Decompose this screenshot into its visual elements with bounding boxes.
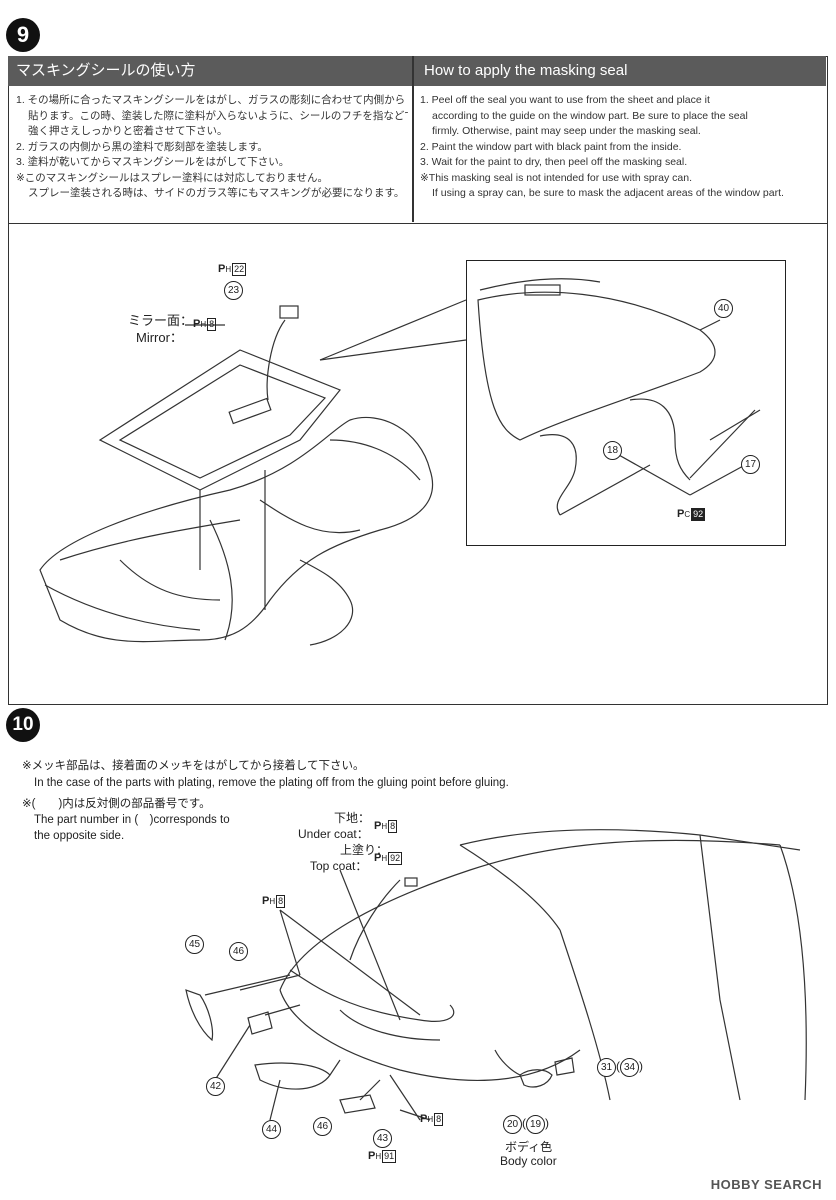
header-jp: マスキングシールの使い方 [8, 56, 412, 86]
jp-line-6: ※このマスキングシールはスプレー塗料には対応しておりません。 [16, 171, 329, 184]
opposite-note-jp: ※( )内は反対側の部品番号です。 [22, 798, 211, 810]
opposite-note-en-1: The part number in ( )corresponds to [34, 814, 230, 826]
instructions-divider [412, 56, 414, 222]
part-18-label: 18 [603, 441, 622, 460]
en-line-2: according to the guide on the window par… [432, 109, 748, 122]
part-20-label: 20 [503, 1115, 522, 1134]
part-23-label: 23 [224, 281, 243, 300]
part-46-upper-label: 46 [229, 942, 248, 961]
part-40-label: 40 [714, 299, 733, 318]
part-45-label: 45 [185, 935, 204, 954]
en-line-4: 2. Paint the window part with black pain… [420, 140, 682, 153]
undercoat-label-jp: 下地： [334, 811, 371, 825]
jp-line-4: 2. ガラスの内側から黒の塗料で彫刻部を塗装します。 [16, 140, 268, 153]
instructions-jp: 1. その場所に合ったマスキングシールをはがし、ガラスの彫刻に合わせて内側から … [16, 93, 408, 202]
instructions-en: 1. Peel off the seal you want to use fro… [420, 93, 818, 202]
part-44-label: 44 [262, 1120, 281, 1139]
jp-line-1: 1. その場所に合ったマスキングシールをはがし、ガラスの彫刻に合わせて内側から [16, 94, 406, 106]
part-17-label: 17 [741, 455, 760, 474]
wiper-detail-inset [466, 260, 786, 546]
header-en: How to apply the masking seal [414, 56, 826, 86]
part-46-lower-label: 46 [313, 1117, 332, 1136]
opposite-note-en-2: the opposite side. [34, 830, 125, 842]
step-9-diagram-frame [8, 222, 828, 705]
part-19-label: (19) [522, 1115, 549, 1134]
mirror-label-en: Mirror： [136, 330, 183, 345]
jp-line-7: スプレー塗装される時は、サイドのガラス等にもマスキングが必要になります。 [28, 187, 405, 199]
topcoat-label-en: Top coat： [310, 859, 368, 873]
part-19-circle: 19 [526, 1115, 545, 1134]
en-line-5: 3. Wait for the paint to dry, then peel … [420, 156, 688, 168]
en-line-3: firmly. Otherwise, paint may seep under … [432, 125, 701, 137]
part-34-circle: 34 [620, 1058, 639, 1077]
plating-note-en: In the case of the parts with plating, r… [34, 777, 509, 789]
part-43-label: 43 [373, 1129, 392, 1148]
plating-note-jp: ※メッキ部品は、接着面のメッキをはがしてから接着して下さい。 [22, 760, 365, 772]
part-31-label: 31 [597, 1058, 616, 1077]
part-42-label: 42 [206, 1077, 225, 1096]
jp-line-5: 3. 塗料が乾いてからマスキングシールをはがして下さい。 [16, 156, 290, 168]
en-line-1: 1. Peel off the seal you want to use fro… [420, 94, 710, 106]
jp-line-3: 強く押さえしっかりと密着させて下さい。 [28, 125, 228, 137]
mirror-label-jp: ミラー面： [128, 313, 194, 328]
body-color-jp: ボディ色 [505, 1140, 553, 1154]
hobby-search-watermark: HOBBY SEARCH [710, 1177, 822, 1192]
en-line-6: ※This masking seal is not intended for u… [420, 171, 693, 184]
topcoat-label-jp: 上塗り： [340, 843, 389, 857]
part-34-label: (34) [616, 1058, 643, 1077]
step-9-badge: 9 [6, 18, 40, 52]
step-10-badge: 10 [6, 708, 40, 742]
body-color-en: Body color [500, 1154, 557, 1168]
undercoat-label-en: Under coat： [298, 827, 369, 841]
en-line-7: If using a spray can, be sure to mask th… [432, 187, 784, 199]
jp-line-2: 貼ります。この時、塗装した際に塗料が入らないように、シールのフチを指などで [28, 109, 408, 122]
